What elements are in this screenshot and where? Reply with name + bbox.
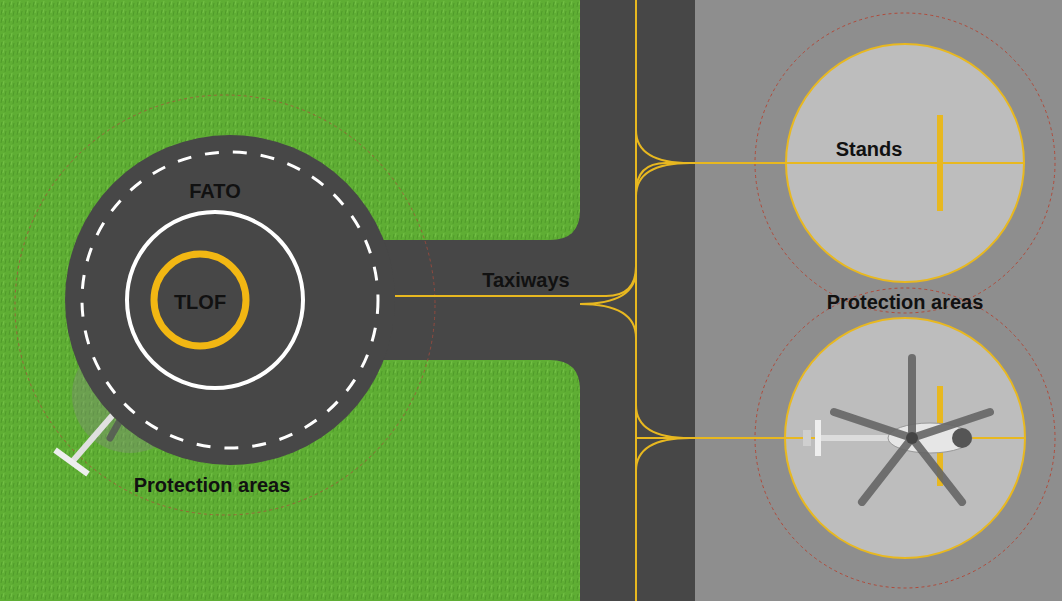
stand-circle-outline xyxy=(785,43,1025,283)
taxiway-centerline xyxy=(395,163,785,296)
protection-area xyxy=(755,288,1055,588)
tlof-edge-marking xyxy=(127,212,303,388)
touchdown-ring xyxy=(154,254,246,346)
taxi-centerline xyxy=(635,0,637,601)
tlof-circle: TLOF xyxy=(125,210,305,390)
area-label: FATO xyxy=(189,180,240,202)
protection-area-label: Protection areas xyxy=(827,291,984,313)
area-label: Stands xyxy=(836,138,903,160)
stand-circle xyxy=(785,318,1025,558)
stand-marking xyxy=(785,162,1025,164)
taxi-fillet xyxy=(580,270,636,338)
stand-circle: Stands xyxy=(785,43,1025,283)
protection-area xyxy=(15,95,435,515)
protection-area-label: Protection areas xyxy=(134,474,291,496)
stand-surface xyxy=(786,44,1024,282)
stand-marking xyxy=(937,115,943,211)
protection-area xyxy=(755,13,1055,313)
fato-circle: FATO TLOF xyxy=(65,135,395,465)
fato-edge-marking xyxy=(82,152,378,448)
area-label: TLOF xyxy=(174,291,226,313)
stand-lead xyxy=(636,437,785,439)
taxiway-band xyxy=(580,0,695,601)
apron xyxy=(695,0,1062,601)
fato-surface xyxy=(65,135,395,465)
helicopter xyxy=(803,358,990,502)
taxiway-label: Taxiways xyxy=(482,269,569,291)
